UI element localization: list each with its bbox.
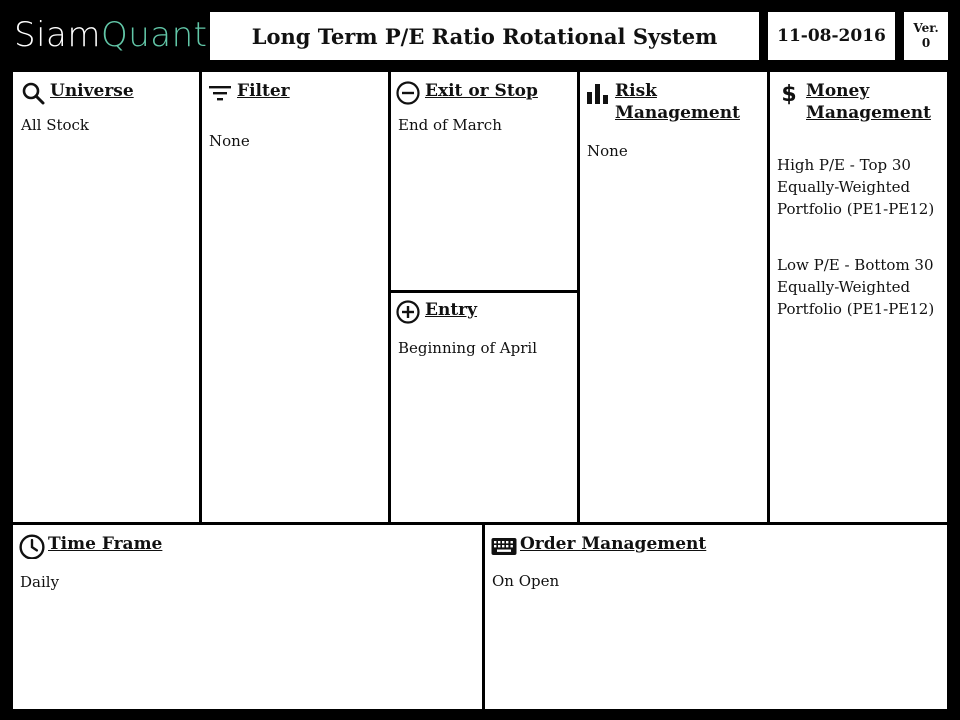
date-box: 11-08-2016	[768, 12, 895, 60]
date-text: 11-08-2016	[777, 26, 886, 46]
keyboard-icon	[491, 538, 517, 555]
minus-circle-icon	[396, 81, 420, 105]
logo-text-quant: Quant	[100, 15, 208, 55]
panel-order-header: Order Management	[491, 533, 947, 558]
panel-universe: Universe All Stock	[13, 72, 199, 522]
version-value: 0	[921, 36, 931, 50]
panel-entry-header: Entry	[396, 299, 577, 324]
panel-exit-text: End of March	[398, 116, 502, 134]
panel-timeframe: Time Frame Daily	[13, 525, 482, 709]
plus-circle-icon	[396, 300, 420, 324]
money-line: Low P/E - Bottom 30	[777, 256, 934, 274]
panel-filter-text: None	[209, 132, 250, 150]
version-box: Ver. 0	[904, 12, 948, 60]
money-line: Portfolio (PE1-PE12)	[777, 200, 935, 218]
panel-entry-text: Beginning of April	[398, 339, 537, 357]
panel-order-title: Order Management	[520, 534, 707, 554]
panel-money-header: $ Money Management	[777, 80, 947, 124]
logo-text-siam: Siam	[14, 15, 101, 55]
panel-filter: Filter None	[202, 72, 388, 522]
money-line: Equally-Weighted	[777, 278, 911, 296]
panel-risk: Risk Management None	[580, 72, 767, 522]
panel-exit-header: Exit or Stop	[396, 80, 577, 105]
panel-money-title: Money Management	[806, 80, 931, 124]
panel-filter-title: Filter	[237, 81, 290, 101]
panel-order-text: On Open	[492, 572, 560, 590]
panel-filter-header: Filter	[208, 80, 388, 105]
panel-order: Order Management On Open	[485, 525, 947, 709]
panel-timeframe-text: Daily	[20, 573, 60, 591]
svg-text:$: $	[781, 82, 796, 105]
panel-entry-title: Entry	[425, 300, 478, 320]
money-line: Portfolio (PE1-PE12)	[777, 300, 935, 318]
panel-money-title-line2: Management	[806, 103, 931, 123]
search-icon	[22, 82, 45, 105]
panel-exit: Exit or Stop End of March	[391, 72, 577, 290]
panel-risk-title-line1: Risk	[615, 81, 657, 101]
panel-universe-header: Universe	[21, 80, 199, 105]
money-block-high-pe: High P/E - Top 30 Equally-Weighted Portf…	[777, 154, 947, 220]
panel-money-title-line1: Money	[806, 81, 870, 101]
money-line: Equally-Weighted	[777, 178, 911, 196]
bar-chart-icon	[587, 84, 608, 104]
panel-timeframe-header: Time Frame	[19, 533, 482, 559]
dollar-icon: $	[781, 82, 796, 105]
panel-timeframe-title: Time Frame	[48, 534, 163, 554]
version-label: Ver.	[913, 21, 939, 35]
page-title: Long Term P/E Ratio Rotational System	[210, 12, 759, 60]
panel-entry: Entry Beginning of April	[391, 293, 577, 522]
panel-exit-title: Exit or Stop	[425, 81, 538, 101]
panel-risk-title-line2: Management	[615, 103, 740, 123]
panel-risk-title: Risk Management	[615, 80, 740, 124]
panel-universe-text: All Stock	[21, 116, 90, 134]
panel-money: $ Money Management High P/E - Top 30 Equ…	[770, 72, 947, 522]
filter-icon	[209, 86, 231, 101]
clock-icon	[19, 534, 45, 559]
panel-risk-header: Risk Management	[586, 80, 767, 124]
panel-universe-title: Universe	[50, 81, 134, 101]
money-line: High P/E - Top 30	[777, 156, 911, 174]
money-block-low-pe: Low P/E - Bottom 30 Equally-Weighted Por…	[777, 254, 947, 320]
panel-risk-text: None	[587, 142, 628, 160]
page-title-text: Long Term P/E Ratio Rotational System	[251, 23, 718, 49]
panel-money-body: High P/E - Top 30 Equally-Weighted Portf…	[777, 154, 947, 320]
